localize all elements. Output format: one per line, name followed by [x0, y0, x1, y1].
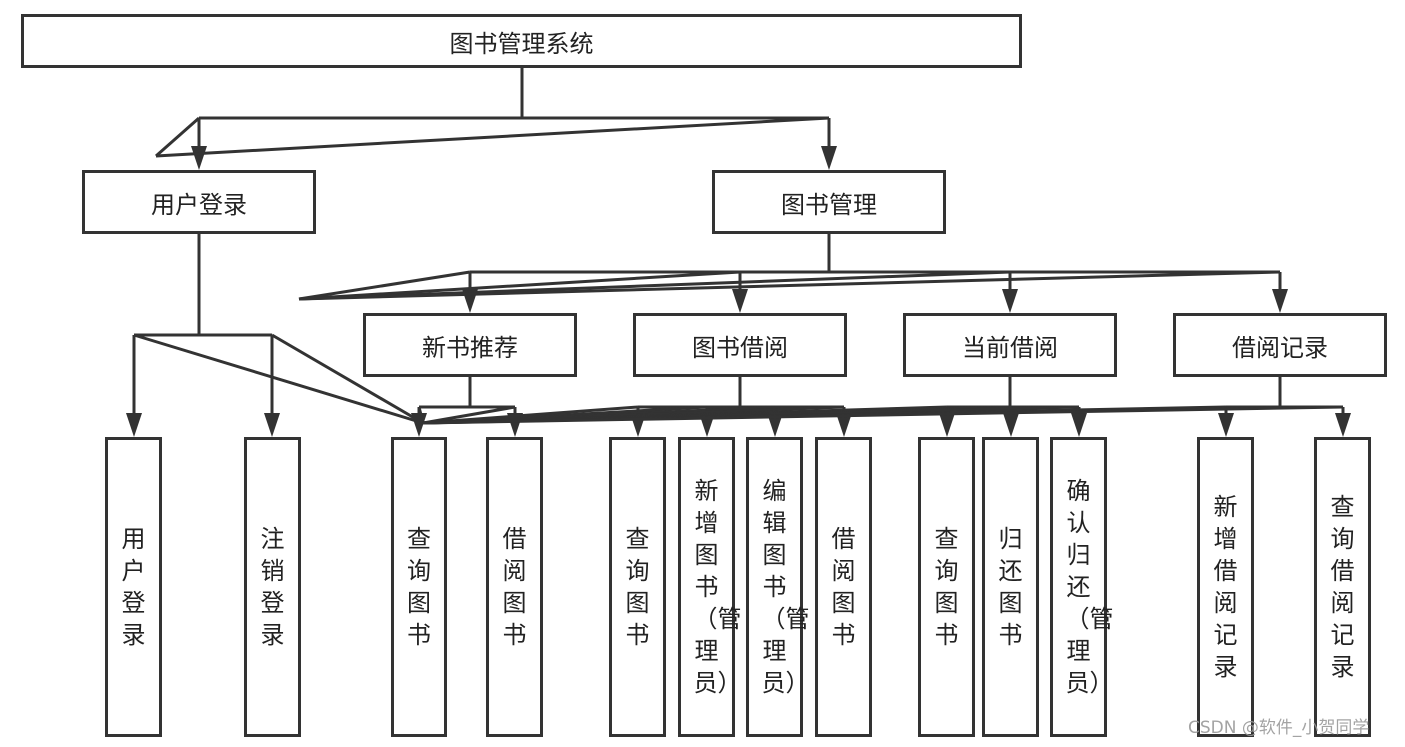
arrowhead-icon — [1003, 413, 1019, 437]
node-label: 新增借阅记录 — [1213, 493, 1238, 681]
node-label: 查询图书 — [625, 525, 650, 649]
leaf-node: 注销登录 — [244, 437, 301, 737]
leaf-node: 借阅图书 — [486, 437, 543, 737]
connector-line — [298, 270, 1281, 301]
arrowhead-icon — [767, 413, 783, 437]
arrowhead-icon — [126, 413, 142, 437]
node-label: 查询借阅记录 — [1330, 493, 1355, 681]
arrowhead-icon — [732, 289, 748, 313]
node-book-borrow: 图书借阅 — [633, 313, 847, 377]
leaf-node: 用户登录 — [105, 437, 162, 737]
arrowhead-icon — [1272, 289, 1288, 313]
node-label: 确认归还（管理员） — [1065, 477, 1114, 697]
leaf-node: 归还图书 — [982, 437, 1039, 737]
connector-line — [422, 405, 516, 425]
connector-line — [422, 405, 1344, 425]
node-label: 图书管理 — [781, 190, 877, 219]
arrowhead-icon — [1335, 413, 1351, 437]
leaf-node: 查询图书 — [918, 437, 975, 737]
connector-line — [298, 270, 471, 301]
leaf-node: 新增图书（管理员） — [678, 437, 742, 737]
arrowhead-icon — [836, 413, 852, 437]
arrowhead-icon — [821, 146, 837, 170]
node-user-login: 用户登录 — [82, 170, 316, 234]
leaf-node: 确认归还（管理员） — [1050, 437, 1114, 737]
node-borrow-records: 借阅记录 — [1173, 313, 1387, 377]
leaf-node: 查询借阅记录 — [1314, 437, 1371, 737]
connector-line — [298, 270, 741, 301]
arrowhead-icon — [411, 413, 427, 437]
connector-line — [271, 333, 424, 425]
root-node: 图书管理系统 — [21, 14, 1022, 68]
connector-line — [155, 116, 830, 158]
node-label: 查询图书 — [934, 525, 959, 649]
node-label: 当前借阅 — [962, 333, 1058, 362]
leaf-node: 查询图书 — [609, 437, 666, 737]
leaf-node: 编辑图书（管理员） — [746, 437, 810, 737]
node-label: 查询图书 — [407, 525, 431, 649]
arrowhead-icon — [1218, 413, 1234, 437]
node-label: 图书管理系统 — [449, 29, 594, 58]
watermark: CSDN @软件_小贺同学 — [1188, 718, 1370, 738]
arrowhead-icon — [1002, 289, 1018, 313]
leaf-node: 新增借阅记录 — [1197, 437, 1254, 737]
node-label: 图书借阅 — [692, 333, 788, 362]
arrowhead-icon — [264, 413, 280, 437]
node-label: 借阅图书 — [831, 525, 856, 649]
node-label: 新书推荐 — [422, 333, 518, 362]
connector-line — [133, 333, 424, 425]
node-label: 注销登录 — [260, 525, 285, 649]
node-book-management: 图书管理 — [712, 170, 946, 234]
leaf-node: 借阅图书 — [815, 437, 872, 737]
node-label: 编辑图书（管理员） — [761, 477, 810, 697]
node-label: 借阅图书 — [502, 525, 527, 649]
node-label: 归还图书 — [998, 525, 1023, 649]
leaf-node: 查询图书 — [391, 437, 447, 737]
node-label: 新增图书（管理员） — [693, 477, 742, 697]
arrowhead-icon — [1071, 413, 1087, 437]
node-label: 用户登录 — [151, 190, 247, 219]
arrowhead-icon — [939, 413, 955, 437]
connector-line — [155, 116, 200, 158]
node-current-borrow: 当前借阅 — [903, 313, 1117, 377]
node-new-book-recommend: 新书推荐 — [363, 313, 577, 377]
node-label: 借阅记录 — [1232, 333, 1328, 362]
arrowhead-icon — [191, 146, 207, 170]
node-label: 用户登录 — [121, 525, 146, 649]
